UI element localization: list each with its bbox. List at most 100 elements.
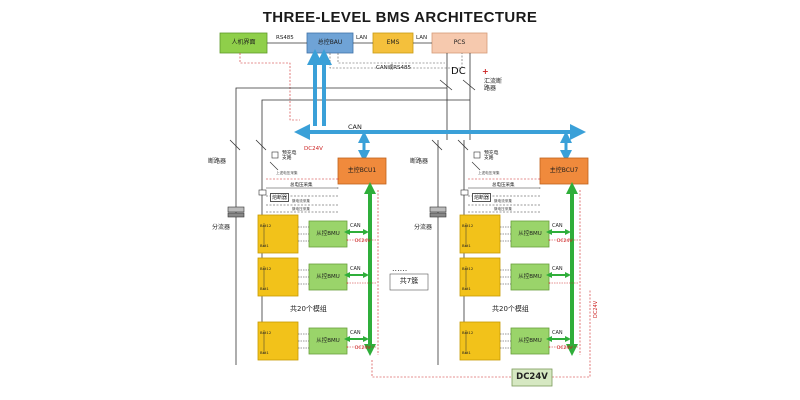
- red-plus-sign: +: [482, 67, 489, 76]
- cluster-1-module-1-bmu-label: 从控BMU: [316, 230, 340, 237]
- cluster-1-fuse-symbol: [258, 189, 267, 196]
- cluster-1-fuse-label: 熔断器: [270, 193, 290, 202]
- cluster-2-fuse-symbol: [460, 189, 469, 196]
- busbar-breaker-switch-2: [462, 79, 476, 91]
- cluster-1-shunt-label: 分流器: [212, 224, 231, 231]
- can-rs485-label: CAN或RS485: [376, 65, 412, 71]
- dc-bus-right: [261, 99, 470, 140]
- cluster-1-module-1-cell-top-label: Bat12: [260, 223, 272, 228]
- cluster-1-module-3-cell-bottom-label: Bat1: [260, 350, 269, 355]
- cluster-1-line-label-1: 上述电压采集: [276, 171, 298, 175]
- cluster-2-module-2-bmu-label: 从控BMU: [518, 273, 542, 280]
- can-bus-label: CAN: [348, 123, 362, 131]
- cluster-1-module-2-cell-bottom-label: Bat1: [260, 286, 269, 291]
- link-rs485-label: RS485: [276, 35, 294, 41]
- cluster-2-fuse-label: 熔断器: [472, 193, 492, 202]
- cluster-2-module-1-dc24v-label: DC24V: [557, 239, 573, 244]
- cluster-1-module-3-cell-top-label: Bat12: [260, 330, 272, 335]
- dc24v-supply-label: DC24V: [516, 371, 548, 382]
- dc24v-supply-box: [511, 368, 553, 387]
- cluster-1-temp-label: 簇电压采集: [292, 207, 310, 211]
- cluster-2-module-2-cell-bottom-label: Bat1: [462, 286, 471, 291]
- cluster-2-breaker-label: 断路器: [410, 158, 429, 165]
- dc-label: DC: [451, 66, 466, 77]
- cluster-2-bcu-label: 主控BCU7: [549, 166, 579, 174]
- cluster-2-line-label-2: 总电压采集: [492, 183, 515, 188]
- dc24v-red-loop-bottom: [371, 360, 512, 378]
- link-lan-1-label: LAN: [356, 35, 368, 41]
- cluster-1-module-2-battery-box: [257, 257, 299, 297]
- cluster-2-module-1-can-label: CAN: [552, 223, 563, 229]
- cluster-1-module-2-can-label: CAN: [350, 266, 361, 272]
- busbar-breaker-label: 汇流断 路器: [484, 78, 503, 93]
- bau-label: 总控BAU: [317, 38, 343, 46]
- cluster-2-precharge-switch: [471, 161, 481, 171]
- cluster-2-module-1-cell-top-label: Bat12: [462, 223, 474, 228]
- cluster-1-shunt-top: [227, 206, 245, 213]
- cluster-2-module-3-bmu-label: 从控BMU: [518, 337, 542, 344]
- cluster-1-module-3-can-label: CAN: [350, 330, 361, 336]
- cluster-2-shunt-label: 分流器: [414, 224, 433, 231]
- cluster-1-module-3-battery-box: [257, 321, 299, 361]
- diagram-title: THREE-LEVEL BMS ARCHITECTURE: [262, 9, 538, 26]
- cluster-1-modules-count-label: 共20个模组: [290, 305, 327, 313]
- cluster-1-module-1-dc24v-label: DC24V: [355, 239, 371, 244]
- cluster-1-line-label-2: 总电压采集: [290, 183, 313, 188]
- cluster-2-module-2-can-label: CAN: [552, 266, 563, 272]
- cluster-1-dc24v-top-label: DC24V: [304, 146, 323, 152]
- cluster-1-breaker-label: 断路器: [208, 158, 227, 165]
- cluster-2-line-label-1: 上述电压采集: [478, 171, 500, 175]
- cluster-2-modules-count-label: 共20个模组: [492, 305, 529, 313]
- cluster-1-module-1-bmu-box: [308, 220, 348, 248]
- cluster-1-module-1-cell-bottom-label: Bat1: [260, 243, 269, 248]
- busbar-breaker-switch-1: [439, 79, 453, 91]
- cluster-2-module-1-cell-bottom-label: Bat1: [462, 243, 471, 248]
- cluster-1-module-1-can-label: CAN: [350, 223, 361, 229]
- cluster-2-breaker-switch-neg: [431, 139, 443, 151]
- cluster-1-module-3-bmu-label: 从控BMU: [316, 337, 340, 344]
- cluster-count-box: [389, 273, 429, 291]
- cluster-1-module-2-cell-top-label: Bat12: [260, 266, 272, 271]
- cluster-1-breaker-switch-pos: [255, 139, 267, 151]
- cluster-2-shunt-bottom: [429, 212, 447, 218]
- dots-label: ......: [392, 264, 408, 273]
- cluster-1-bcu-label: 主控BCU1: [347, 166, 377, 174]
- cluster-1-module-3-dc24v-label: DC24V: [355, 346, 371, 351]
- cluster-2-module-3-cell-bottom-label: Bat1: [462, 350, 471, 355]
- cluster-2-precharge-resistor: [473, 151, 481, 159]
- cluster-2-current-label: 簇电流采集: [494, 199, 512, 203]
- cluster-1-module-1-battery-box: [257, 214, 299, 254]
- cluster-1-breaker-switch-neg: [229, 139, 241, 151]
- cluster-2-module-3-dc24v-label: DC24V: [557, 346, 573, 351]
- cluster-1-current-label: 簇电流采集: [292, 199, 310, 203]
- cluster-2-module-3-battery-box: [459, 321, 501, 361]
- dc24v-red-loop-right: [552, 290, 591, 378]
- dc-bus-left: [235, 87, 447, 140]
- cluster-2-module-2-cell-top-label: Bat12: [462, 266, 474, 271]
- ems-label: EMS: [386, 38, 400, 46]
- can-rs485-bus-link: [337, 53, 445, 64]
- cluster-1-module-2-bmu-label: 从控BMU: [316, 273, 340, 280]
- side-dc24v-label: DC24V: [593, 300, 599, 318]
- cluster-1-bcu-box: [337, 157, 387, 185]
- cluster-2-temp-label: 簇电压采集: [494, 207, 512, 211]
- cluster-2-module-2-battery-box: [459, 257, 501, 297]
- cluster-1-shunt-bottom: [227, 212, 245, 218]
- cluster-2-module-1-battery-box: [459, 214, 501, 254]
- pcs-label: PCS: [453, 38, 466, 46]
- cluster-2-module-1-bmu-label: 从控BMU: [518, 230, 542, 237]
- cluster-count-label: 共7簇: [399, 277, 419, 286]
- cluster-1-precharge-label: 预充电 支路: [282, 151, 297, 162]
- cluster-1-precharge-resistor: [271, 151, 279, 159]
- hmi-label: 人机界面: [231, 38, 256, 46]
- dc24v-red-loop-top: [239, 53, 300, 121]
- link-lan-2-label: LAN: [416, 35, 428, 41]
- cluster-2-precharge-label: 预充电 支路: [484, 151, 499, 162]
- cluster-2-module-3-can-label: CAN: [552, 330, 563, 336]
- cluster-2-shunt-top: [429, 206, 447, 213]
- cluster-2-module-3-cell-top-label: Bat12: [462, 330, 474, 335]
- cluster-1-precharge-switch: [269, 161, 279, 171]
- cluster-2-breaker-switch-pos: [457, 139, 469, 151]
- cluster-2-bcu-box: [539, 157, 589, 185]
